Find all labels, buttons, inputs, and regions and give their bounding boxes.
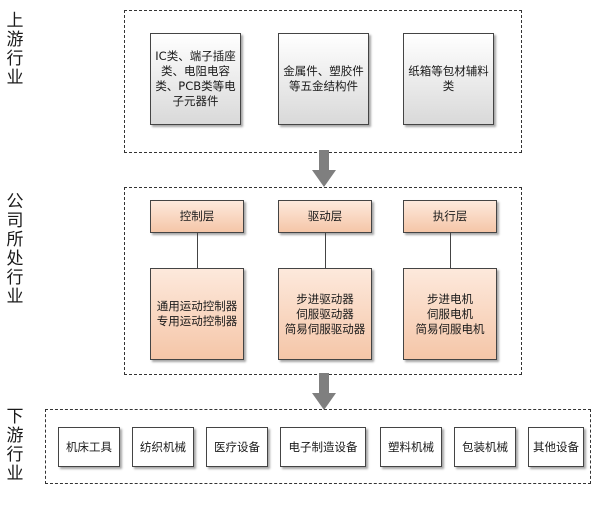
detail-control-text: 通用运动控制器 专用运动控制器 <box>156 299 238 328</box>
downstream-box-plastics-text: 塑料机械 <box>388 439 434 454</box>
downstream-box-other-text: 其他设备 <box>533 439 579 454</box>
downstream-box-plastics: 塑料机械 <box>380 427 442 467</box>
upstream-box-hardware: 金属件、塑胶件等五金结构件 <box>278 33 369 125</box>
label-downstream: 下游行业 <box>6 407 24 484</box>
arrow-down-2 <box>312 373 336 410</box>
label-company: 公司所处行业 <box>6 192 24 307</box>
downstream-box-packaging-text: 包装机械 <box>462 439 508 454</box>
downstream-box-machine-tools-text: 机床工具 <box>66 439 112 454</box>
detail-execution: 步进电机 伺服电机 简易伺服电机 <box>403 268 497 360</box>
downstream-frame <box>45 409 591 484</box>
arrow-down-1 <box>312 150 336 187</box>
downstream-box-electronics: 电子制造设备 <box>280 427 366 467</box>
downstream-box-other: 其他设备 <box>528 427 584 467</box>
connector-drive <box>325 233 326 268</box>
header-drive: 驱动层 <box>278 200 372 233</box>
upstream-box-packaging: 纸箱等包材辅料类 <box>403 33 494 125</box>
detail-control: 通用运动控制器 专用运动控制器 <box>150 268 244 360</box>
detail-drive-text: 步进驱动器 伺服驱动器 简易伺服驱动器 <box>284 291 366 336</box>
header-control-text: 控制层 <box>179 209 215 223</box>
downstream-box-medical-text: 医疗设备 <box>214 439 260 454</box>
header-control: 控制层 <box>150 200 244 233</box>
upstream-box-packaging-text: 纸箱等包材辅料类 <box>408 64 489 93</box>
upstream-box-components-text: IC类、端子插座类、电阻电容类、PCB类等电子元器件 <box>155 49 236 108</box>
downstream-box-textile-text: 纺织机械 <box>140 439 186 454</box>
detail-execution-text: 步进电机 伺服电机 简易伺服电机 <box>415 291 485 336</box>
downstream-box-electronics-text: 电子制造设备 <box>288 439 358 454</box>
upstream-box-components: IC类、端子插座类、电阻电容类、PCB类等电子元器件 <box>150 33 241 125</box>
header-drive-text: 驱动层 <box>307 209 343 223</box>
upstream-box-hardware-text: 金属件、塑胶件等五金结构件 <box>283 64 364 93</box>
downstream-box-packaging: 包装机械 <box>454 427 516 467</box>
header-execution-text: 执行层 <box>432 209 468 223</box>
detail-drive: 步进驱动器 伺服驱动器 简易伺服驱动器 <box>278 268 372 360</box>
header-execution: 执行层 <box>403 200 497 233</box>
downstream-box-medical: 医疗设备 <box>206 427 268 467</box>
connector-control <box>197 233 198 268</box>
connector-execution <box>450 233 451 268</box>
label-upstream: 上游行业 <box>6 11 24 88</box>
downstream-box-textile: 纺织机械 <box>132 427 194 467</box>
downstream-box-machine-tools: 机床工具 <box>58 427 120 467</box>
